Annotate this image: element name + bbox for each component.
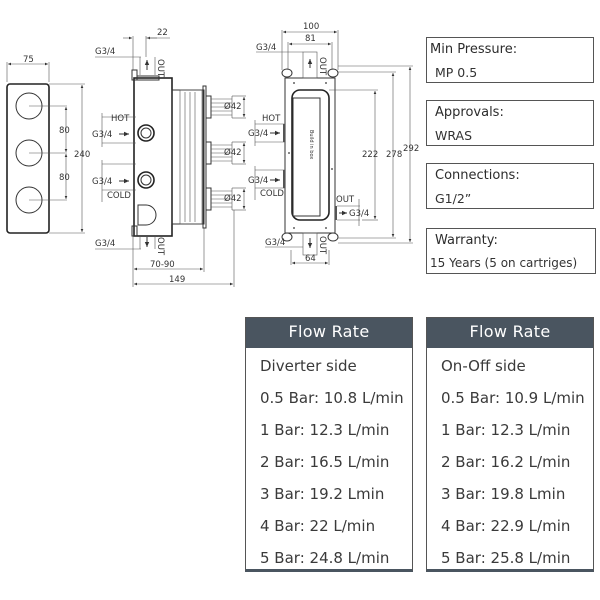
diameter-label-middle: Ø42 [224, 147, 242, 158]
flow-table-subtitle: On-Off side [441, 357, 526, 375]
spec-value: WRAS [435, 128, 473, 143]
valve-body [133, 77, 173, 237]
flow-row: 0.5 Bar: 10.8 L/min [260, 389, 404, 407]
spec-value: MP 0.5 [435, 65, 478, 80]
thread-label-cold: G3/4 [92, 177, 112, 187]
flow-table-header: Flow Rate [427, 318, 593, 348]
back-cold-label: COLD [260, 189, 284, 199]
diameter-label-top: Ø42 [224, 101, 242, 112]
spec-value: G1/2” [435, 191, 472, 206]
faceplate [6, 83, 50, 234]
spec-title: Warranty: [435, 233, 498, 248]
outlet-top: Ø42 [205, 95, 246, 119]
flow-row: 1 Bar: 12.3 L/min [441, 421, 571, 439]
flow-row: 4 Bar: 22 L/min [260, 517, 376, 535]
back-out-label-side: OUT [336, 195, 355, 205]
technical-drawing: 80 80 240 75 Ø42 [6, 22, 419, 287]
out-label-bottom: OUT [155, 237, 165, 256]
back-hot-label: HOT [262, 114, 281, 124]
side-view: Ø42 Ø42 Ø42 HOT G3/4 [92, 28, 246, 287]
flow-row: 3 Bar: 19.8 Lmin [441, 485, 566, 503]
flow-row: 2 Bar: 16.5 L/min [260, 453, 390, 471]
back-out-label-bottom: OUT [317, 236, 327, 255]
spec-warranty: Warranty: 15 Years (5 on cartriges) [426, 228, 596, 274]
flow-row: 4 Bar: 22.9 L/min [441, 517, 571, 535]
back-thread-label-side: G3/4 [349, 209, 369, 219]
dim-label-149: 149 [169, 275, 185, 285]
dim-label-240: 240 [74, 150, 90, 160]
outlet-bottom: Ø42 [205, 187, 246, 211]
back-view: Build in box OUT G3/4 OUT G3/4 HOT G3/4 … [248, 22, 419, 265]
flow-row: 5 Bar: 25.8 L/min [441, 549, 571, 567]
box-label: Build in box [308, 130, 314, 159]
dim-label-80-top: 80 [59, 126, 70, 136]
dim-label-292: 292 [403, 144, 419, 154]
flow-row: 3 Bar: 19.2 Lmin [260, 485, 385, 503]
spec-approvals: Approvals: WRAS [426, 100, 594, 146]
spec-connections: Connections: G1/2” [426, 163, 594, 209]
flow-row: 1 Bar: 12.3 L/min [260, 421, 390, 439]
dim-label-100: 100 [303, 22, 319, 32]
back-thread-label-hot: G3/4 [248, 129, 268, 139]
dim-label-278: 278 [386, 150, 402, 160]
thread-label-bottom-out: G3/4 [95, 239, 115, 249]
spec-title: Connections: [435, 168, 520, 183]
thread-label-top-out: G3/4 [95, 47, 115, 57]
flow-table-header: Flow Rate [246, 318, 412, 348]
flow-table-subtitle: Diverter side [260, 357, 357, 375]
cold-label: COLD [107, 191, 131, 201]
spec-title: Min Pressure: [430, 42, 518, 57]
spec-title: Approvals: [435, 105, 504, 120]
dim-label-75: 75 [23, 55, 34, 65]
flow-row: 0.5 Bar: 10.9 L/min [441, 389, 585, 407]
flow-table-on-off: Flow Rate On-Off side 0.5 Bar: 10.9 L/mi… [426, 317, 594, 572]
thread-label-hot: G3/4 [92, 130, 112, 140]
back-thread-label-top: G3/4 [256, 43, 276, 53]
dim-label-222: 222 [362, 150, 378, 160]
dim-label-22: 22 [157, 28, 168, 38]
dim-label-64: 64 [305, 254, 316, 264]
flow-table-diverter: Flow Rate Diverter side 0.5 Bar: 10.8 L/… [245, 317, 413, 572]
outlet-middle: Ø42 [205, 141, 246, 165]
build-in-box [291, 89, 330, 221]
flow-row: 2 Bar: 16.2 L/min [441, 453, 571, 471]
hot-label: HOT [111, 114, 130, 124]
back-thread-label-bottom: G3/4 [265, 238, 285, 248]
spec-min-pressure: Min Pressure: MP 0.5 [426, 37, 594, 83]
hot-inlet [137, 124, 155, 142]
dim-label-80-bottom: 80 [59, 173, 70, 183]
back-out-label-top: OUT [317, 57, 327, 76]
diameter-label-bottom: Ø42 [224, 193, 242, 204]
front-view: 80 80 240 75 [6, 55, 90, 234]
back-thread-label-cold: G3/4 [248, 176, 268, 186]
dim-label-70-90: 70-90 [150, 260, 175, 270]
spec-value: 15 Years (5 on cartriges) [430, 256, 578, 270]
flow-row: 5 Bar: 24.8 L/min [260, 549, 390, 567]
out-label-top: OUT [155, 59, 165, 78]
cold-inlet [137, 171, 155, 189]
dim-label-81: 81 [305, 34, 316, 44]
